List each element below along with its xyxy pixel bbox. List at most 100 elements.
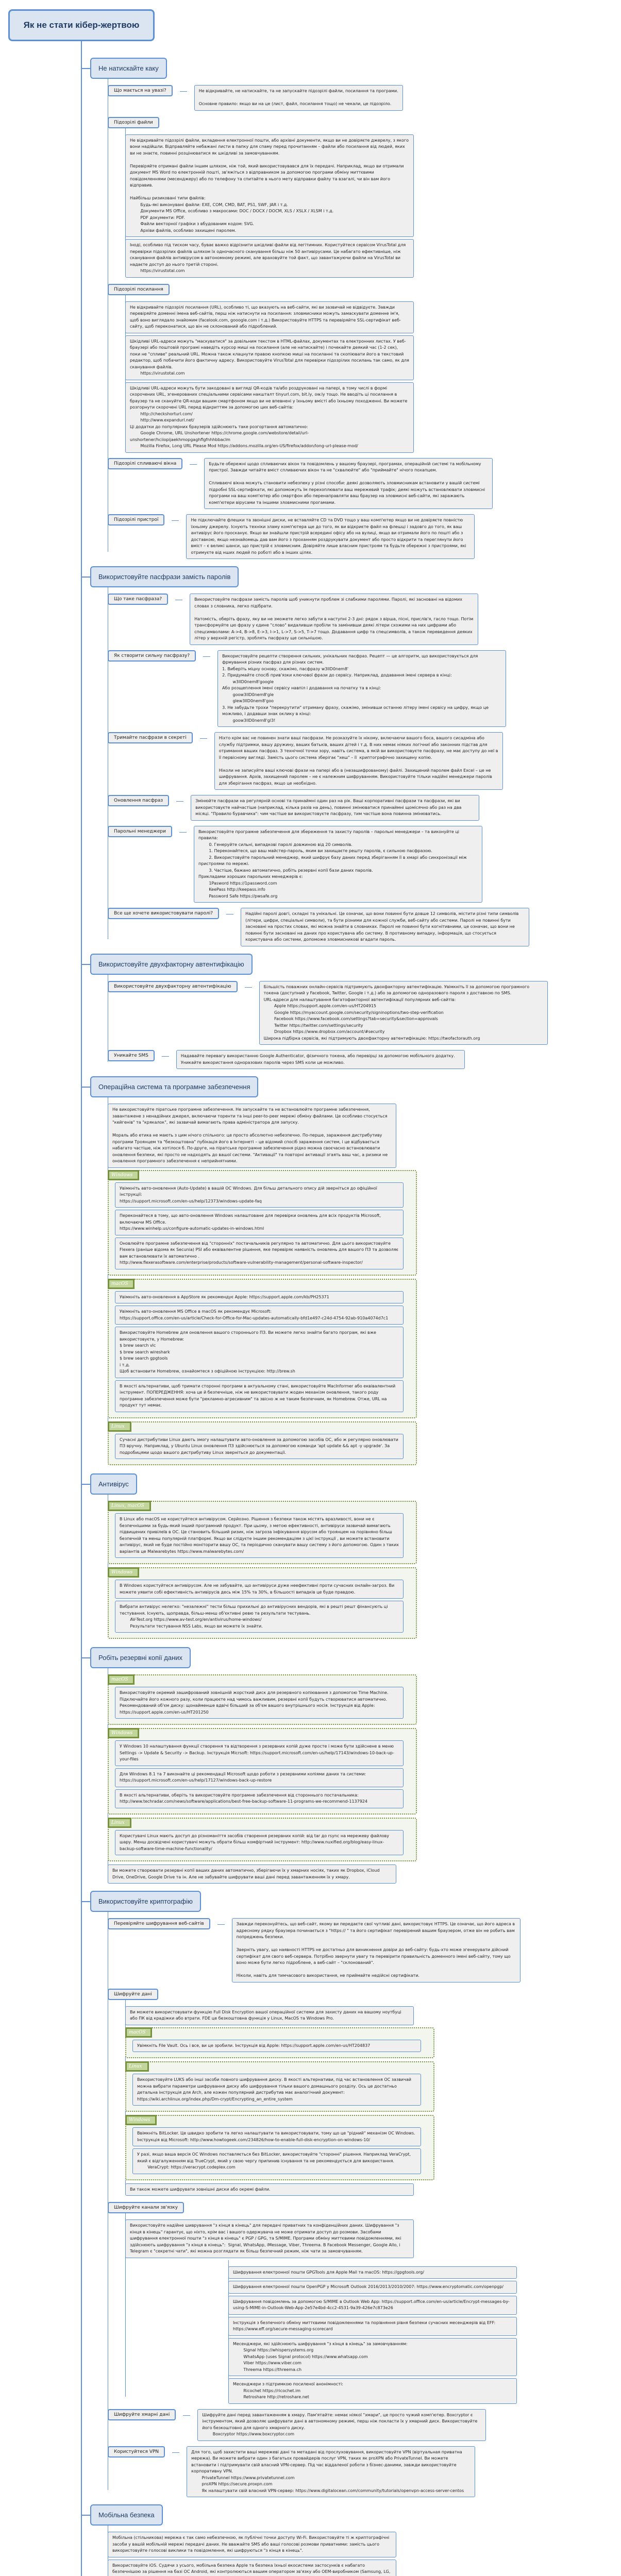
notes-list: Користувачі Linux мають доступ до різном… xyxy=(115,1829,413,1858)
note-text: Не відкривайте підозрілі файли, вкладенн… xyxy=(125,134,414,237)
subtopic[interactable]: Оновлення пасфраз xyxy=(108,795,170,806)
section-topic[interactable]: Не натискайте каку xyxy=(90,58,167,79)
section-topic[interactable]: Використовуйте криптографію xyxy=(90,1891,201,1912)
section-branch: Робіть резервні копії даних macOS Використ… xyxy=(81,1647,617,1886)
section-children: macOS Використовуйте окремий зашифрований… xyxy=(108,1668,617,1886)
notes-list: Увімкніть авто-оновлення (Auto-Update) в… xyxy=(115,1182,413,1272)
note-text: Користувачі Linux мають доступ до різном… xyxy=(115,1829,404,1855)
notes-list: Не використовуйте піратське програмне за… xyxy=(108,1104,617,1170)
subtopic[interactable]: Що мається на увазі? xyxy=(108,85,173,96)
note-text: Вибрати антивірус нелегко: "незалежні" т… xyxy=(115,1601,404,1633)
group-label: Linux xyxy=(108,1421,131,1432)
subtopic-row: Користуйтеся VPN Для того, щоб захистити … xyxy=(108,2446,617,2500)
os-group-macos: macOS Використовуйте окремий зашифрований… xyxy=(108,1674,417,1725)
section-topic[interactable]: Робіть резервні копії даних xyxy=(90,1647,191,1668)
group-label: Windows xyxy=(108,1728,140,1738)
connector-line xyxy=(172,520,179,521)
section-topic[interactable]: Використовуйте двухфакторну автентифікац… xyxy=(90,953,253,975)
subtopic[interactable]: Все ще хочете використовувати паролі? xyxy=(108,908,220,919)
notes-list: Змінюйте пасфрази на регулярній основі т… xyxy=(191,795,480,823)
note-text: Для того, щоб захистити ваші мережеві да… xyxy=(187,2446,476,2497)
subtopic[interactable]: Шифруйте хмарні дані xyxy=(108,2409,176,2420)
note-text: Оновлюйте програмне забезпечення від "ст… xyxy=(115,1237,404,1269)
subtopic[interactable]: Підозрілі спливаючі вікна xyxy=(108,457,183,469)
subtopic[interactable]: Підозрілі посилання xyxy=(108,283,170,295)
subtopic[interactable]: Користуйтеся VPN xyxy=(108,2446,165,2458)
note-text: Для Windows 8.1 та 7 виконайте ці рекоме… xyxy=(115,1768,404,1787)
subtopic-row: Все ще хочете використовувати паролі? Над… xyxy=(108,908,617,948)
section-topic[interactable]: Використовуйте пасфрази замість паролів xyxy=(90,566,239,587)
subtopic-block: Парольні менеджери Використовуйте програм… xyxy=(108,825,617,905)
note-text: Використовуйте окремий зашифрований зовн… xyxy=(115,1687,404,1719)
note-text: Використовуйте програмне забезпечення дл… xyxy=(193,825,482,903)
subtopic[interactable]: Використовуйте двухфакторну автентифікац… xyxy=(108,980,238,992)
section-topic[interactable]: Мобільна безпека xyxy=(90,2504,163,2526)
note-text: Ввімкніть BitLocker. Це швидко зробити т… xyxy=(132,2127,421,2146)
notes-list: Ви також можете шифрувати зовнішні диски… xyxy=(125,2183,617,2198)
os-group-windows: Windows В Windows користуйтеся антивірусо… xyxy=(108,1567,417,1639)
note-text: Месенджери з підтримкою посиленої анонім… xyxy=(228,2378,517,2404)
root-topic[interactable]: Як не стати кібер-жертвою xyxy=(8,9,155,41)
note-text: Переконайтеся в тому, що авто-оновлення … xyxy=(115,1210,404,1235)
subtopic[interactable]: Перевіряйте шифрування веб-сайтів xyxy=(108,1918,210,1929)
subtopic[interactable]: Як створити сильну пасфразу? xyxy=(108,650,196,662)
subtopic[interactable]: Що таке пасфраза? xyxy=(108,594,169,605)
note-text: Не використовуйте піратське програмне за… xyxy=(108,1104,396,1168)
notes-list: Не підключайте флешки та звонішні диски,… xyxy=(186,514,475,561)
note-text: Не підключайте флешки та звонішні диски,… xyxy=(186,514,475,559)
notes-list: Надійні паролі довгі, складні та унікаль… xyxy=(241,908,530,948)
notes-list: Ви можете використовувати функцію Full D… xyxy=(125,2006,617,2027)
section-topic[interactable]: Антивірус xyxy=(90,1473,137,1495)
section-topic[interactable]: Операційна система та програмне забезпеч… xyxy=(90,1076,259,1097)
subtopic[interactable]: Парольні менеджери xyxy=(108,825,172,837)
connector-line xyxy=(172,2452,180,2453)
notes-list: Більшість поважних онлайн-сервісів підтр… xyxy=(259,980,548,1047)
subtopic-row: Підозрілі спливаючі вікна Будьте обережні… xyxy=(108,457,617,512)
subtopic[interactable]: Шифруйте канали зв'язку xyxy=(108,2202,184,2213)
group-label: macOS xyxy=(108,1674,135,1685)
note-text: Увімкніть File Vault. Ось і все, ви це з… xyxy=(132,2039,421,2052)
note-text: Ніхто крім вас не повинен знати ваші пас… xyxy=(214,732,503,790)
note-text: Шифрування електронної пошти GPGTools дл… xyxy=(228,2266,517,2279)
section-children: Використовуйте двухфакторну автентифікац… xyxy=(108,974,617,1072)
os-groups: macOS Використовуйте окремий зашифрований… xyxy=(108,1674,617,1865)
group-label: Windows xyxy=(108,1567,140,1578)
subtopic-sub-notes: Шифрування електронної пошти GPGTools дл… xyxy=(228,2260,617,2406)
subtopic[interactable]: Підозрілі файли xyxy=(108,116,159,128)
subtopic[interactable]: Шифруйте дані xyxy=(108,1988,158,2000)
note-text: В Windows користуйтеся антивірусом. Але … xyxy=(115,1580,404,1599)
notes-list: Використовуйте рецепти створення сильних… xyxy=(217,650,507,730)
note-text: Більшість поважних онлайн-сервісів підтр… xyxy=(259,980,548,1045)
notes-list: Сучасні дистрибутиви Linux дають змогу н… xyxy=(115,1433,413,1462)
notes-list: У Windows 10 налаштування функції створе… xyxy=(115,1740,413,1810)
note-text: Шифрування електронної пошти OpenPGP у M… xyxy=(228,2281,517,2294)
notes-list: Не відкривайте підозрілі файли, вкладенн… xyxy=(125,134,617,280)
section-children: Що мається на увазі?Не відкривайте, не н… xyxy=(108,79,617,561)
notes-list: Будьте обережні щодо спливаючих вікон та… xyxy=(204,457,493,512)
subtopic[interactable]: Уникайте SMS xyxy=(108,1050,155,1061)
subtopic[interactable]: Тримайте пасфрази в секреті xyxy=(108,732,193,743)
subtopic[interactable]: Підозрілі пристрої xyxy=(108,514,165,526)
section-children: Що таке пасфраза?Використовуйте пасфрази… xyxy=(108,587,617,948)
notes-list: Увімкніть File Vault. Ось і все, ви це з… xyxy=(132,2039,430,2055)
note-text: Увімкніть авто-оновлення в AppStore як р… xyxy=(115,1291,404,1303)
note-text: Використовуйте Homebrew для оновлення ва… xyxy=(115,1327,404,1378)
notes-list: Мобільна (стільникова) мережа є так само… xyxy=(108,2532,617,2576)
main-spine-connector xyxy=(81,41,82,2576)
subtopic-row: Як створити сильну пасфразу? Використовуй… xyxy=(108,650,617,730)
note-text: Месенджери, які здійснюють шифрування "з… xyxy=(228,2337,517,2376)
subtopic-block: Підозрілі пристрої Не підключайте флешки … xyxy=(108,514,617,561)
